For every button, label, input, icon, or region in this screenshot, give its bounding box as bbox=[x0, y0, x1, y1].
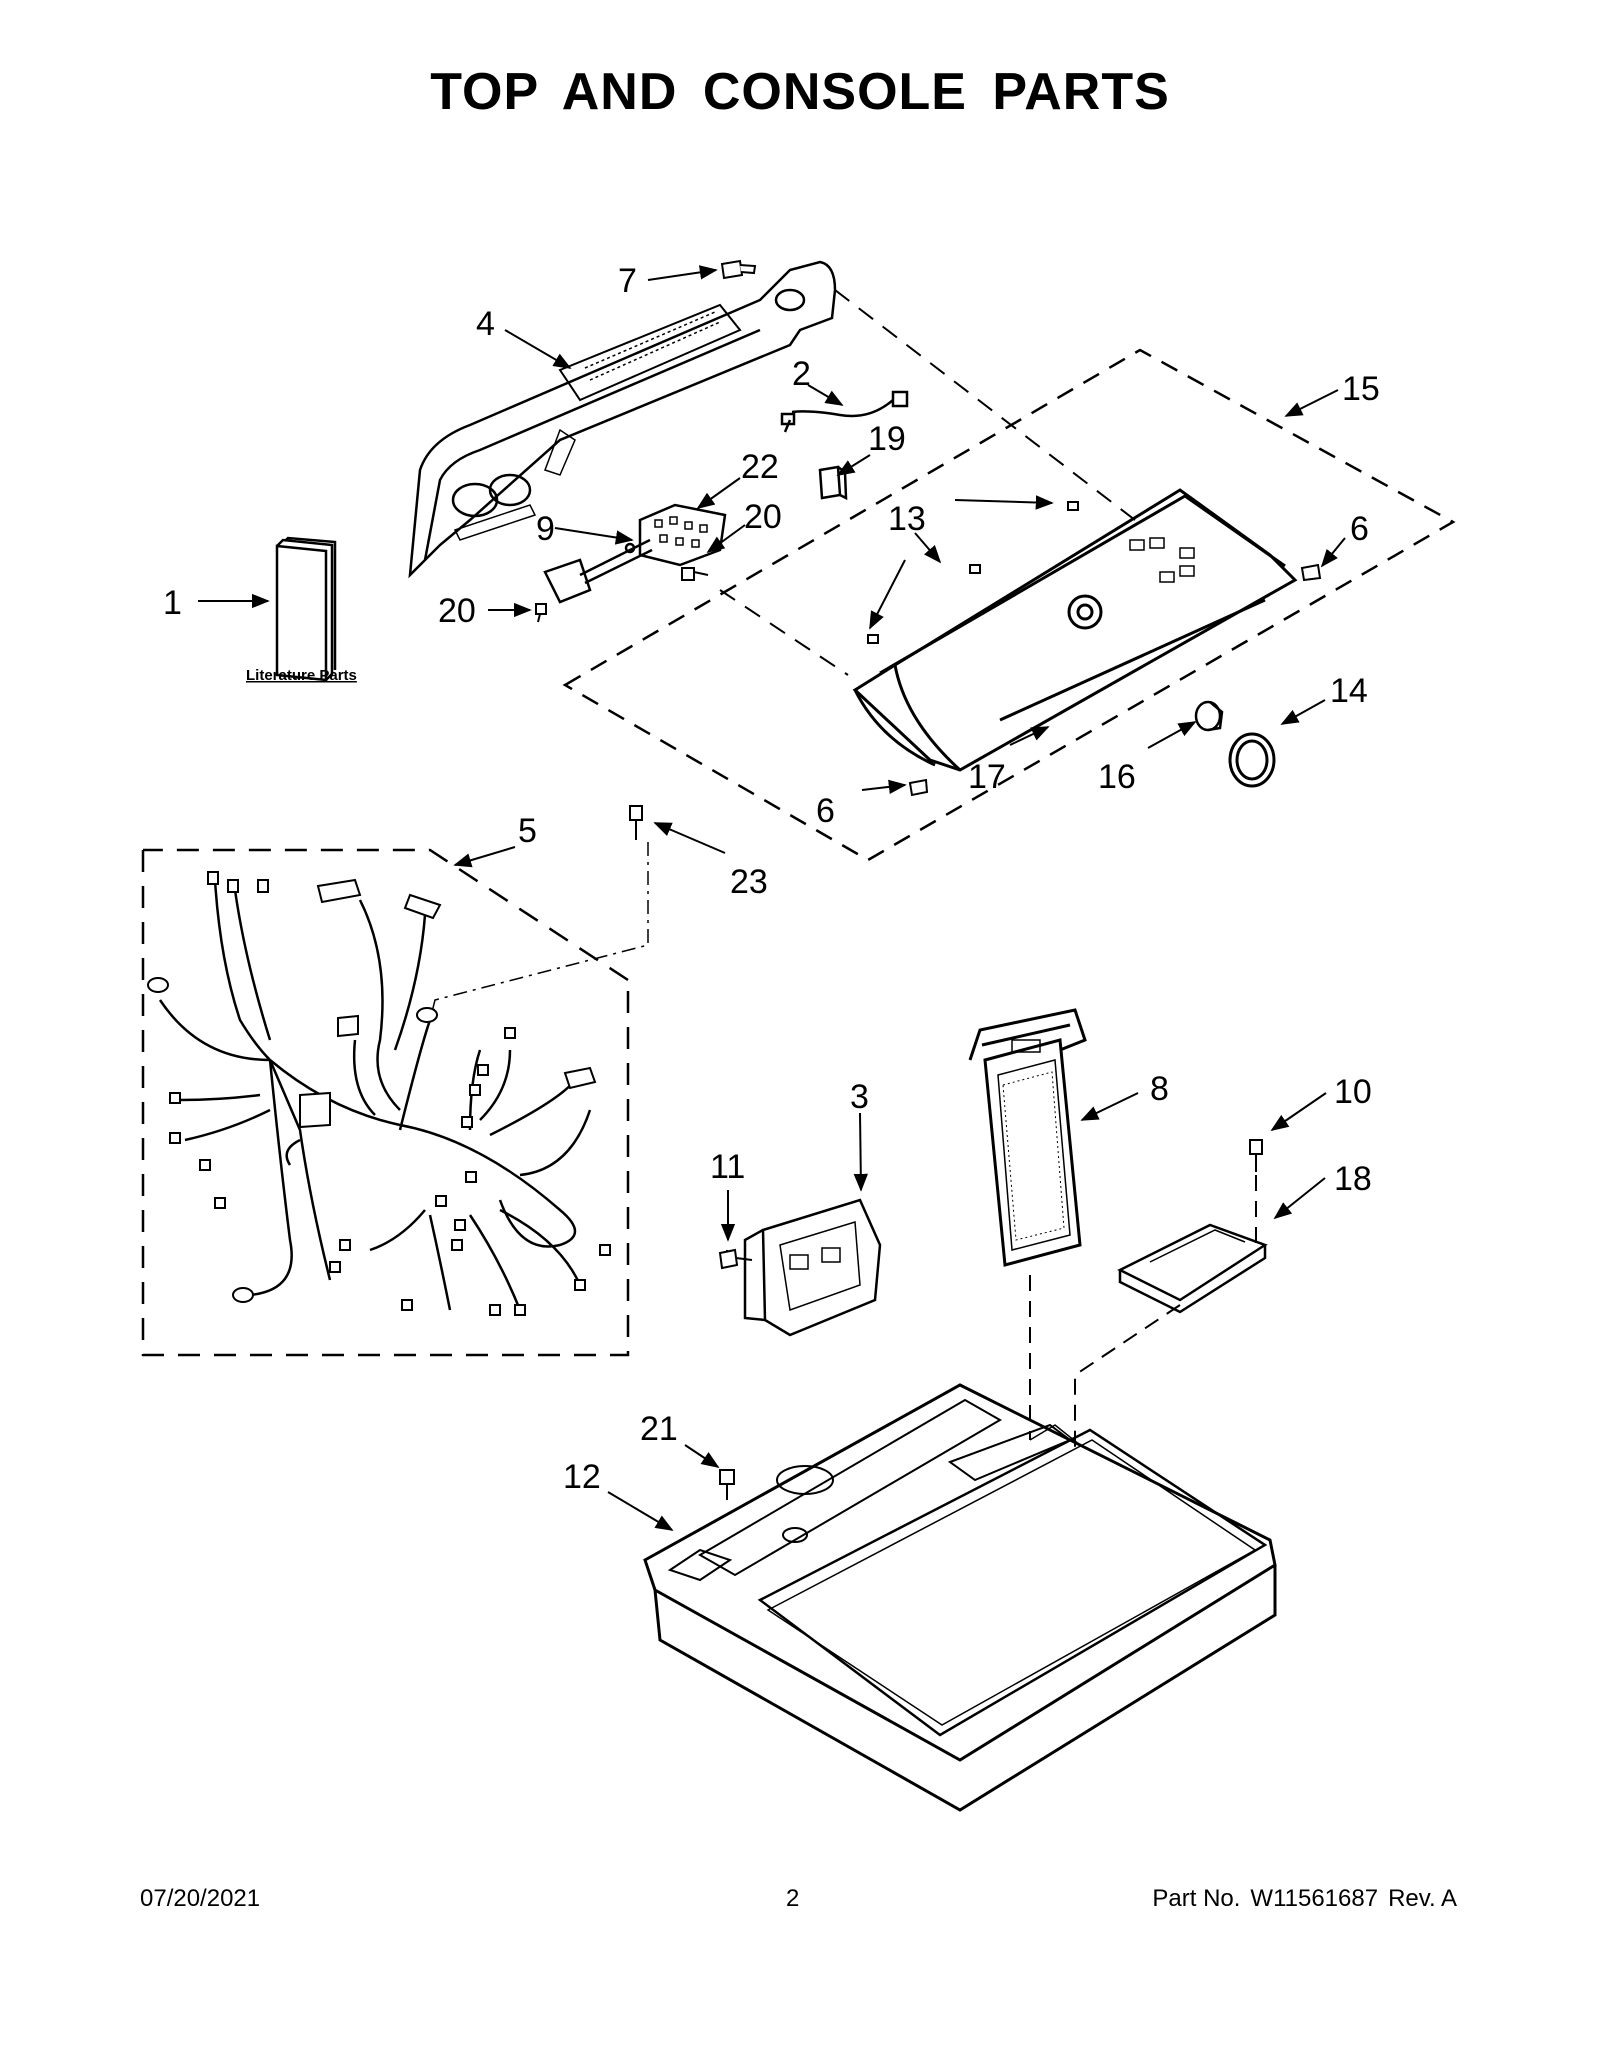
callout-labels: 7 4 2 19 22 9 20 20 1 13 15 6 14 16 17 6… bbox=[163, 262, 1380, 1496]
main-harness-boundary bbox=[141, 848, 630, 1357]
literature-parts-label: Literature Parts bbox=[246, 667, 357, 684]
lint-duct-cover-18 bbox=[1117, 1223, 1268, 1314]
callout-20-lower: 20 bbox=[438, 592, 476, 630]
console-clip-6-left bbox=[908, 778, 929, 797]
part-label: Part No. bbox=[1152, 1885, 1241, 1912]
assembly-leader-lines bbox=[726, 1175, 1257, 1450]
footer-page-number: 2 bbox=[786, 1885, 800, 1912]
callout-11: 11 bbox=[710, 1148, 745, 1186]
screw-11 bbox=[718, 1248, 753, 1270]
footer-date: 07/20/2021 bbox=[140, 1885, 261, 1912]
wire-harness-small bbox=[780, 390, 909, 433]
callout-14: 14 bbox=[1330, 672, 1368, 710]
console-back-panel bbox=[408, 260, 837, 579]
console-clip-6-right bbox=[1300, 563, 1322, 582]
callout-6-right: 6 bbox=[1350, 510, 1369, 548]
screw-20-upper bbox=[681, 567, 709, 581]
knob-insert-16 bbox=[1194, 700, 1224, 732]
console-assembly-boundary bbox=[562, 348, 1456, 862]
callout-9: 9 bbox=[536, 510, 555, 548]
callout-20-upper: 20 bbox=[744, 498, 782, 536]
knob-ring-14 bbox=[1228, 732, 1276, 788]
callout-2: 2 bbox=[792, 355, 811, 393]
screw-7 bbox=[720, 259, 757, 280]
console-front-panel bbox=[852, 488, 1298, 772]
callout-21: 21 bbox=[640, 1410, 678, 1448]
harness-ground-leader bbox=[429, 842, 649, 1021]
console-leader-line-2 bbox=[719, 589, 849, 676]
encoder-assembly-9 bbox=[543, 538, 653, 604]
callout-1: 1 bbox=[163, 584, 182, 622]
callout-17: 17 bbox=[968, 758, 1006, 796]
callout-7: 7 bbox=[618, 262, 637, 300]
callout-6-left: 6 bbox=[816, 792, 835, 830]
main-wire-harness bbox=[158, 879, 592, 1311]
callout-15: 15 bbox=[1342, 370, 1380, 408]
footer-part-number: Part No. W11561687 Rev. A bbox=[1142, 1885, 1457, 1913]
lint-screen-8 bbox=[968, 1008, 1087, 1267]
callout-4: 4 bbox=[476, 305, 495, 343]
console-clip-13 bbox=[867, 501, 1079, 644]
callout-23: 23 bbox=[730, 863, 768, 901]
callout-19: 19 bbox=[868, 420, 906, 458]
screw-21 bbox=[719, 1469, 735, 1500]
callout-5: 5 bbox=[518, 812, 537, 850]
callout-13: 13 bbox=[888, 500, 926, 538]
part-number: W11561687 bbox=[1250, 1885, 1379, 1912]
revision: Rev. A bbox=[1388, 1885, 1457, 1912]
callout-arrows bbox=[198, 265, 1346, 1531]
control-module-3 bbox=[743, 1198, 882, 1337]
callout-12: 12 bbox=[563, 1458, 601, 1496]
callout-16: 16 bbox=[1098, 758, 1136, 796]
callout-22: 22 bbox=[741, 448, 779, 486]
literature-booklet bbox=[275, 536, 337, 682]
screw-20-lower bbox=[535, 603, 547, 623]
harness-connectors bbox=[147, 871, 611, 1316]
callout-18: 18 bbox=[1334, 1160, 1372, 1198]
screw-10 bbox=[1249, 1139, 1263, 1172]
page-title: TOP AND CONSOLE PARTS bbox=[430, 63, 1170, 121]
callout-8: 8 bbox=[1150, 1070, 1169, 1108]
top-cover-12 bbox=[643, 1383, 1277, 1812]
control-board-22 bbox=[638, 503, 727, 567]
callout-10: 10 bbox=[1334, 1073, 1372, 1111]
callout-3: 3 bbox=[850, 1078, 869, 1116]
screw-23 bbox=[629, 805, 643, 840]
console-leader-line bbox=[834, 289, 1136, 521]
